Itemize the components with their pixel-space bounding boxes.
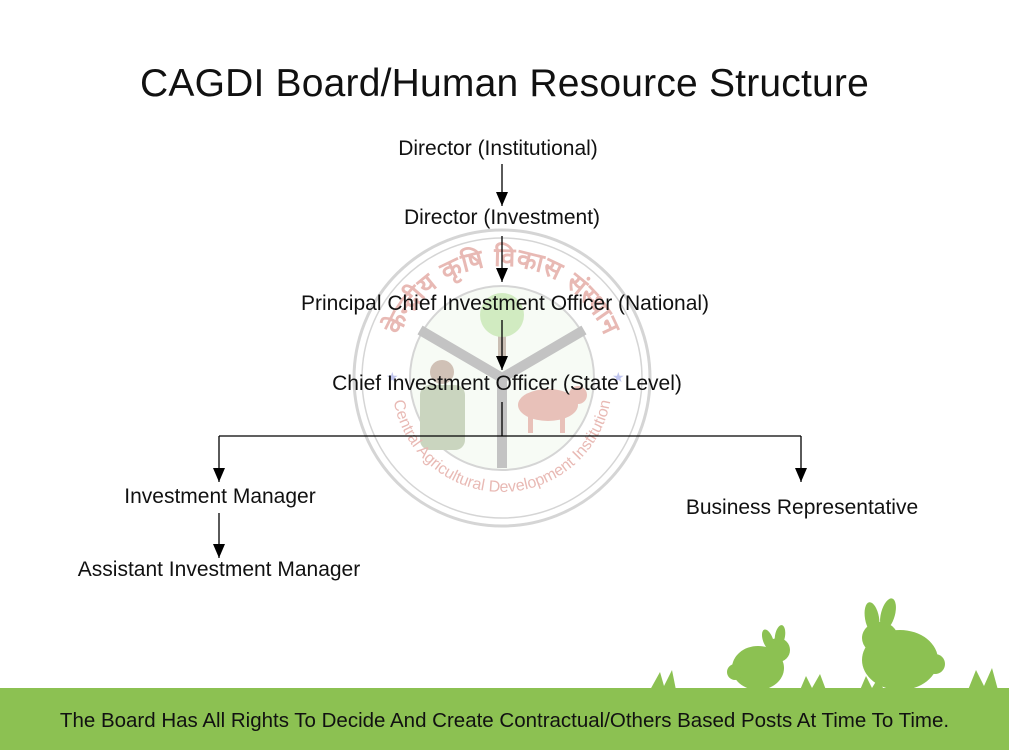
node-cio-state: Chief Investment Officer (State Level) <box>332 372 682 395</box>
arrowhead-icon <box>496 356 508 370</box>
footer-note: The Board Has All Rights To Decide And C… <box>59 709 950 732</box>
node-director-investment: Director (Investment) <box>403 206 601 229</box>
footer-bar <box>0 688 1009 750</box>
arrowhead-icon <box>213 544 225 558</box>
node-business-representative: Business Representative <box>685 496 919 519</box>
node-director-institutional: Director (Institutional) <box>398 137 598 160</box>
node-investment-manager: Investment Manager <box>124 485 316 508</box>
arrowhead-icon <box>496 192 508 206</box>
node-principal-cio: Principal Chief Investment Officer (Nati… <box>300 292 710 315</box>
star-icon: ★ <box>386 369 399 385</box>
node-assistant-investment-manager: Assistant Investment Manager <box>77 558 361 581</box>
arrowhead-icon <box>795 468 807 482</box>
page-title: CAGDI Board/Human Resource Structure <box>140 62 869 105</box>
star-icon: ★ <box>612 369 625 385</box>
arrowhead-icon <box>496 268 508 282</box>
arrowhead-icon <box>213 468 225 482</box>
grass-icon <box>650 670 676 690</box>
